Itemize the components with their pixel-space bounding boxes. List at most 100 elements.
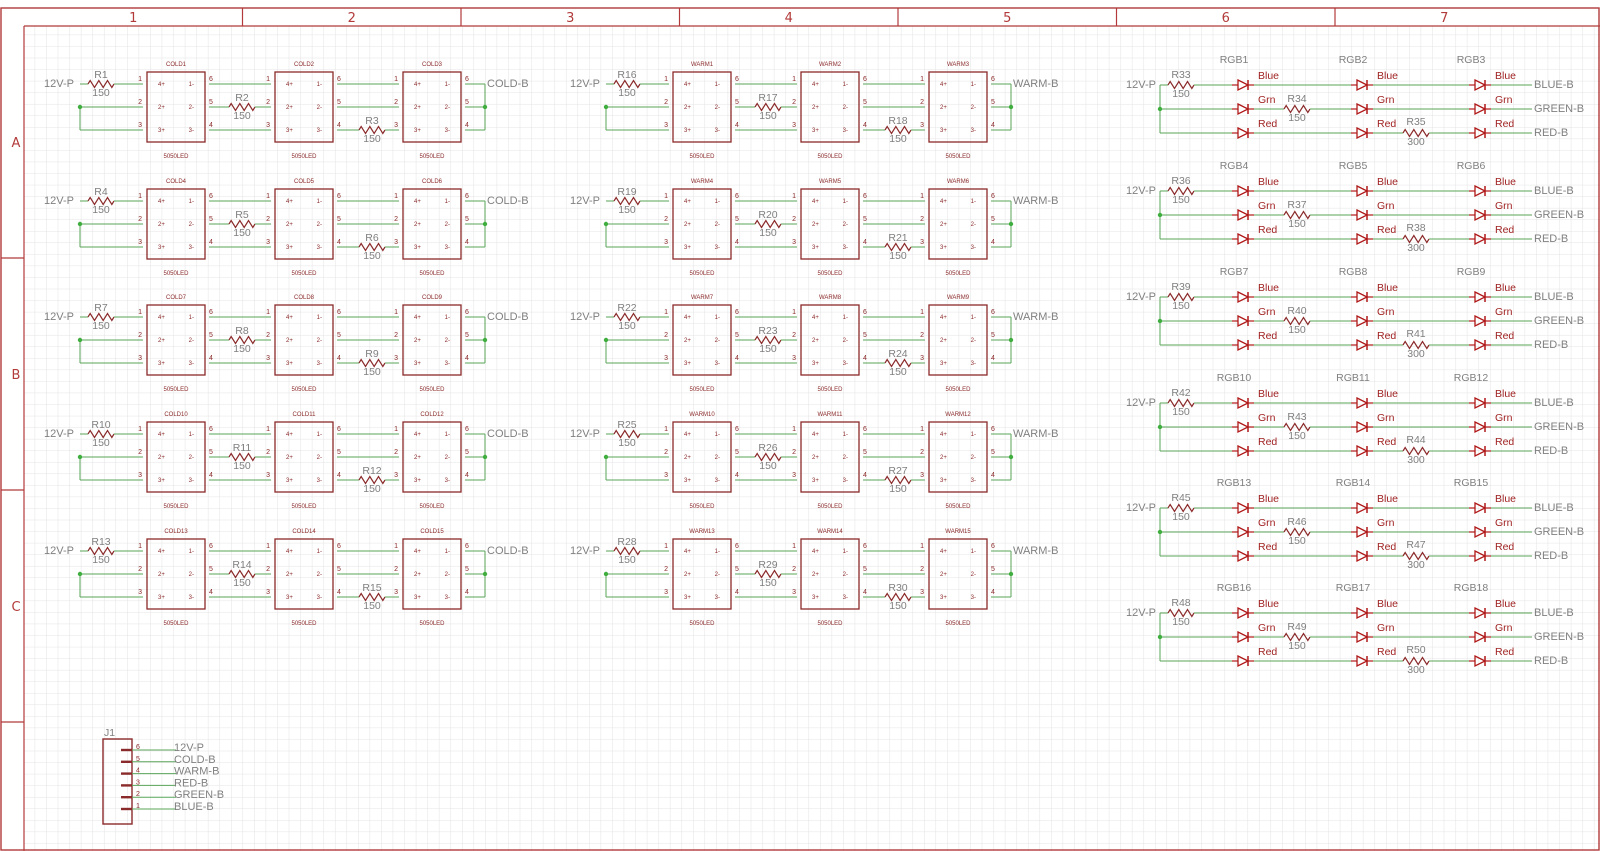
net-label-bus: WARM-B (1013, 195, 1058, 207)
pin-name: 2+ (940, 572, 947, 578)
pin-name: 2- (715, 455, 720, 461)
resistor-value: 300 (1407, 136, 1425, 148)
net-label-bus: COLD-B (487, 428, 529, 440)
pin-name: 4+ (684, 82, 691, 88)
resistor-symbol (613, 429, 641, 439)
diode-color-label: Red (1258, 330, 1277, 342)
net-label-bus: BLUE-B (1534, 607, 1574, 619)
resistor-ref: R29 (758, 559, 777, 571)
pin-name: 2+ (684, 222, 691, 228)
diode-color-label: Red (1258, 436, 1277, 448)
led-body (274, 421, 334, 493)
pin-number: 1 (664, 193, 668, 200)
pin-number: 2 (138, 216, 142, 223)
pin-name: 2- (971, 572, 976, 578)
pin-name: 3+ (684, 128, 691, 134)
pin-number: 2 (394, 216, 398, 223)
pin-name: 2+ (684, 455, 691, 461)
junction-dot (1157, 529, 1163, 535)
pin-number: 2 (394, 332, 398, 339)
pin-number: 1 (664, 543, 668, 550)
net-label-power: 12V-P (1126, 291, 1156, 303)
grid-area (24, 26, 1600, 851)
resistor-ref: R20 (758, 209, 777, 221)
resistor-ref: R9 (365, 348, 379, 360)
diode-color-label: Blue (1258, 282, 1279, 294)
led-name: COLD3 (422, 62, 443, 68)
resistor-ref: R34 (1287, 93, 1306, 105)
pin-name: 1- (843, 432, 848, 438)
resistor-value: 150 (363, 600, 381, 612)
net-label-bus: RED-B (1534, 233, 1568, 245)
net-label-power: 12V-P (570, 311, 600, 323)
resistor-ref: R38 (1406, 222, 1425, 234)
column-label: 1 (129, 11, 137, 26)
resistor-ref: R30 (888, 582, 907, 594)
pin-name: 2- (843, 338, 848, 344)
pin-name: 4+ (684, 315, 691, 321)
pin-number: 3 (664, 472, 668, 479)
led-body (928, 304, 988, 376)
resistor-symbol (228, 335, 256, 345)
rgb-led-name: RGB18 (1454, 582, 1489, 594)
pin-number: 4 (136, 768, 140, 775)
pin-name: 2- (715, 572, 720, 578)
led-package: 5050LED (163, 271, 189, 277)
resistor-ref: R10 (91, 419, 110, 431)
junction-dot (1008, 221, 1014, 227)
resistor-ref: R36 (1171, 175, 1190, 187)
resistor-ref: R42 (1171, 387, 1190, 399)
resistor-symbol (884, 592, 912, 602)
led-name: COLD7 (166, 295, 187, 301)
diode-color-label: Red (1377, 541, 1396, 553)
resistor-value: 150 (92, 554, 110, 566)
junction-dot (77, 104, 83, 110)
pin-name: 1- (971, 549, 976, 555)
pin-number: 1 (792, 543, 796, 550)
pin-number: 6 (991, 543, 995, 550)
pin-number: 4 (735, 472, 739, 479)
pin-name: 2+ (286, 572, 293, 578)
pin-number: 2 (394, 449, 398, 456)
pin-name: 1- (317, 315, 322, 321)
pin-number: 3 (920, 355, 924, 362)
diode-color-label: Blue (1495, 493, 1516, 505)
resistor-ref: R12 (362, 465, 381, 477)
junction-dot (603, 104, 609, 110)
resistor-ref: R18 (888, 115, 907, 127)
resistor-ref: R24 (888, 348, 907, 360)
pin-name: 3+ (812, 361, 819, 367)
junction-dot (1157, 634, 1163, 640)
pin-number: 6 (863, 309, 867, 316)
resistor-ref: R28 (617, 536, 636, 548)
pin-number: 6 (209, 426, 213, 433)
pin-number: 1 (266, 76, 270, 83)
net-label-bus: BLUE-B (1534, 397, 1574, 409)
pin-number: 2 (266, 449, 270, 456)
pin-number: 5 (465, 566, 469, 573)
led-package: 5050LED (291, 271, 317, 277)
pin-number: 3 (136, 779, 140, 786)
pin-name: 3+ (158, 245, 165, 251)
pin-number: 6 (735, 426, 739, 433)
pin-name: 3- (317, 595, 322, 601)
pin-name: 2+ (158, 572, 165, 578)
net-label-power: 12V-P (1126, 502, 1156, 514)
diode-color-label: Red (1377, 646, 1396, 658)
resistor-ref: R7 (94, 302, 108, 314)
resistor-symbol (613, 196, 641, 206)
pin-name: 4+ (940, 432, 947, 438)
pin-name: 4+ (286, 199, 293, 205)
resistor-value: 150 (1288, 640, 1306, 652)
resistor-symbol (754, 452, 782, 462)
pin-name: 3+ (940, 245, 947, 251)
pin-number: 2 (136, 791, 140, 798)
